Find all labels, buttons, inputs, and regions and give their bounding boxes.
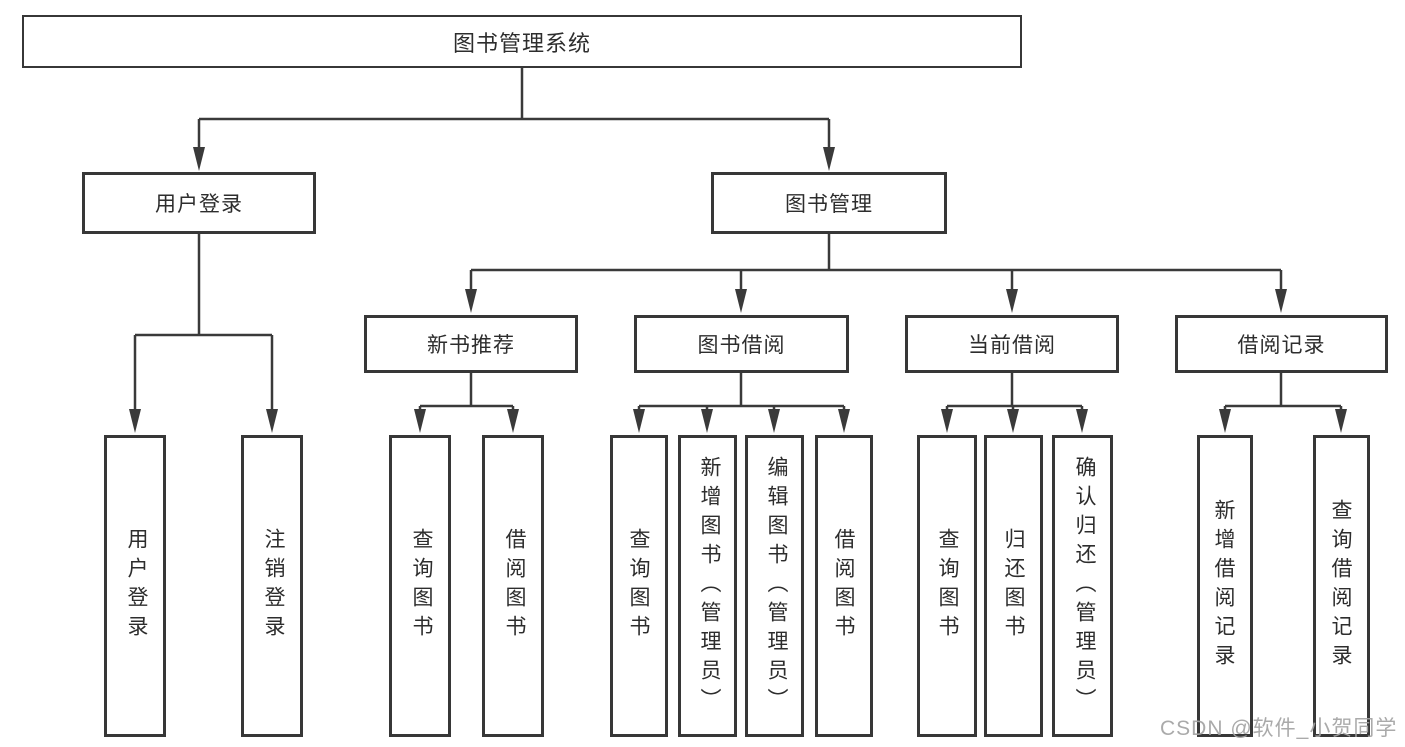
leaf-current-confirm-return-admin: 确认归还（管理员） [1052,435,1113,737]
node-root: 图书管理系统 [22,15,1022,68]
node-current-borrow: 当前借阅 [905,315,1119,373]
node-book-borrow: 图书借阅 [634,315,849,373]
watermark: CSDN @软件_小贺同学 [1160,717,1398,740]
leaf-borrow-add-books-admin: 新增图书（管理员） [678,435,737,737]
leaf-records-query-record: 查询借阅记录 [1313,435,1370,737]
leaf-recommend-borrow-books: 借阅图书 [482,435,544,737]
node-borrow-records: 借阅记录 [1175,315,1388,373]
leaf-user-login: 用户登录 [104,435,166,737]
leaf-records-add-record: 新增借阅记录 [1197,435,1253,737]
leaf-current-return-books: 归还图书 [984,435,1043,737]
leaf-current-query-books: 查询图书 [917,435,977,737]
node-book-management: 图书管理 [711,172,947,234]
leaf-logout-login: 注销登录 [241,435,303,737]
leaf-borrow-query-books: 查询图书 [610,435,668,737]
leaf-recommend-query-books: 查询图书 [389,435,451,737]
leaf-borrow-borrow-books: 借阅图书 [815,435,873,737]
leaf-borrow-edit-books-admin: 编辑图书（管理员） [745,435,804,737]
node-user-login: 用户登录 [82,172,316,234]
node-new-book-recommend: 新书推荐 [364,315,578,373]
